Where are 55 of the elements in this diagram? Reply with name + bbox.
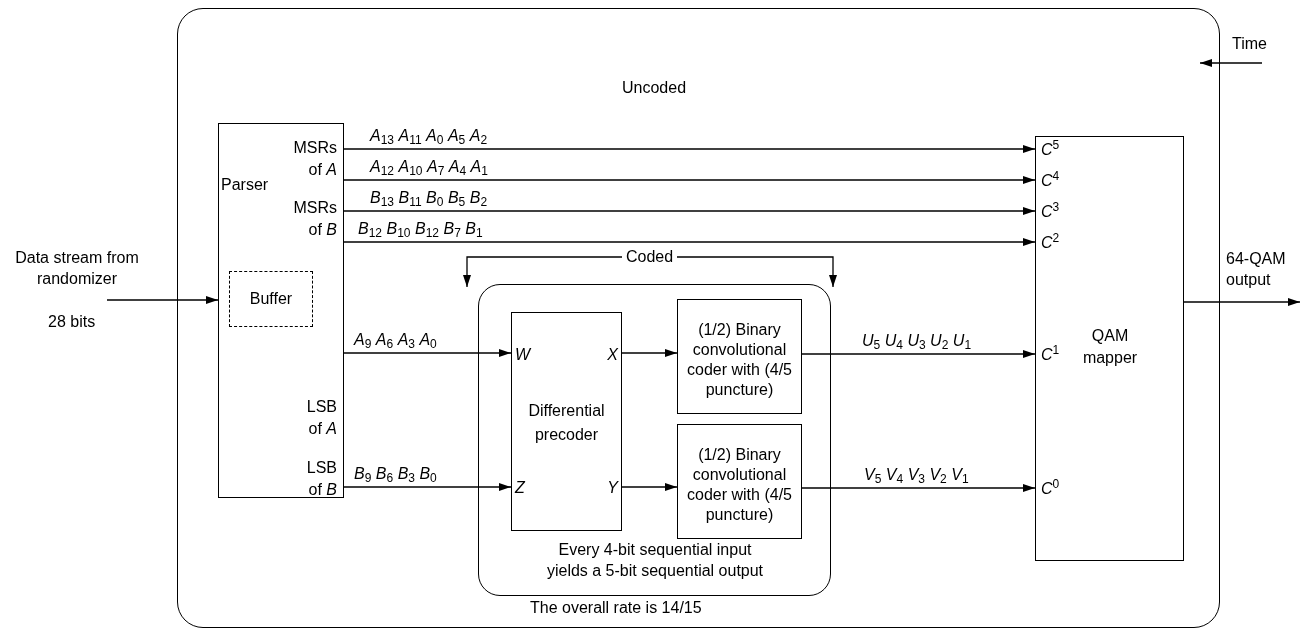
edge-label: B$_{13}$ B$_{11}$ B$_{0}$ B$_{5}$ B$_{2}$ — [370, 188, 488, 208]
edge-label: B$_{9}$ B$_{6}$ B$_{3}$ B$_{0}$ — [354, 464, 437, 484]
rate-note: The overall rate is 14/15 — [530, 598, 702, 618]
port-label: C$^{2}$ — [1041, 233, 1060, 253]
outer-frame — [177, 8, 1220, 628]
precoder-box — [511, 312, 622, 531]
block-title: (1/2) Binary convolutional coder with (4/5 puncture) — [686, 445, 793, 525]
arrow — [621, 483, 678, 491]
edge-label: Data stream from randomizer — [14, 248, 140, 289]
block-title: Buffer — [248, 289, 294, 309]
port-label: LSB of B — [305, 458, 337, 500]
block-title: QAM mapper — [1081, 326, 1139, 368]
port-label: X — [606, 345, 618, 365]
coded-section-box — [478, 284, 831, 596]
arrow — [621, 349, 678, 357]
edge-label: A$_{12}$ A$_{10}$ A$_{7}$ A$_{4}$ A$_{1}$ — [370, 157, 488, 177]
arrow — [1183, 298, 1301, 306]
port-label: MSRs of A — [292, 138, 337, 180]
block-title: Parser — [221, 175, 269, 195]
arrow — [801, 484, 1036, 492]
arrow — [343, 207, 1036, 215]
edge-label: V$_{5}$ V$_{4}$ V$_{3}$ V$_{2}$ V$_{1}$ — [864, 465, 969, 485]
port-label: C$^{5}$ — [1041, 140, 1060, 160]
arrow — [343, 349, 512, 357]
axis-label: Time — [1232, 34, 1267, 54]
block-title: (1/2) Binary convolutional coder with (4/5 puncture) — [686, 320, 793, 400]
block-note: Every 4-bit sequential input yields a 5-bit sequential output — [545, 540, 765, 581]
arrow — [106, 296, 219, 304]
coder-box — [677, 299, 802, 414]
arrow — [343, 483, 512, 491]
edge-label: B$_{12}$ B$_{10}$ B$_{12}$ B$_{7}$ B$_{1}$ — [358, 219, 483, 239]
edge-label: A$_{9}$ A$_{6}$ A$_{3}$ A$_{0}$ — [354, 330, 437, 350]
edge-label: A$_{13}$ A$_{11}$ A$_{0}$ A$_{5}$ A$_{2}$ — [370, 126, 488, 146]
port-label: C$^{1}$ — [1041, 345, 1060, 365]
block-title: Differential precoder — [527, 401, 606, 445]
port-label: MSRs of B — [292, 198, 337, 240]
arrow — [343, 176, 1036, 184]
edge-label: 64-QAM output — [1226, 249, 1287, 290]
arrow — [801, 350, 1036, 358]
port-label: LSB of A — [305, 397, 337, 439]
port-label: C$^{3}$ — [1041, 202, 1060, 222]
edge-label: U$_{5}$ U$_{4}$ U$_{3}$ U$_{2}$ U$_{1}$ — [862, 331, 972, 351]
port-label: W — [515, 345, 531, 365]
parser-box — [218, 123, 344, 498]
port-label: Y — [606, 478, 618, 498]
coder-box — [677, 424, 802, 539]
arrow — [343, 238, 1036, 246]
arrow — [343, 145, 1036, 153]
port-label: C$^{0}$ — [1041, 479, 1060, 499]
buffer-box — [229, 271, 313, 327]
mapper-box — [1035, 136, 1184, 561]
bit-count-label: 28 bits — [48, 312, 96, 332]
section-label: Uncoded — [622, 78, 687, 98]
port-label: C$^{4}$ — [1041, 171, 1060, 191]
port-label: Z — [515, 478, 525, 498]
